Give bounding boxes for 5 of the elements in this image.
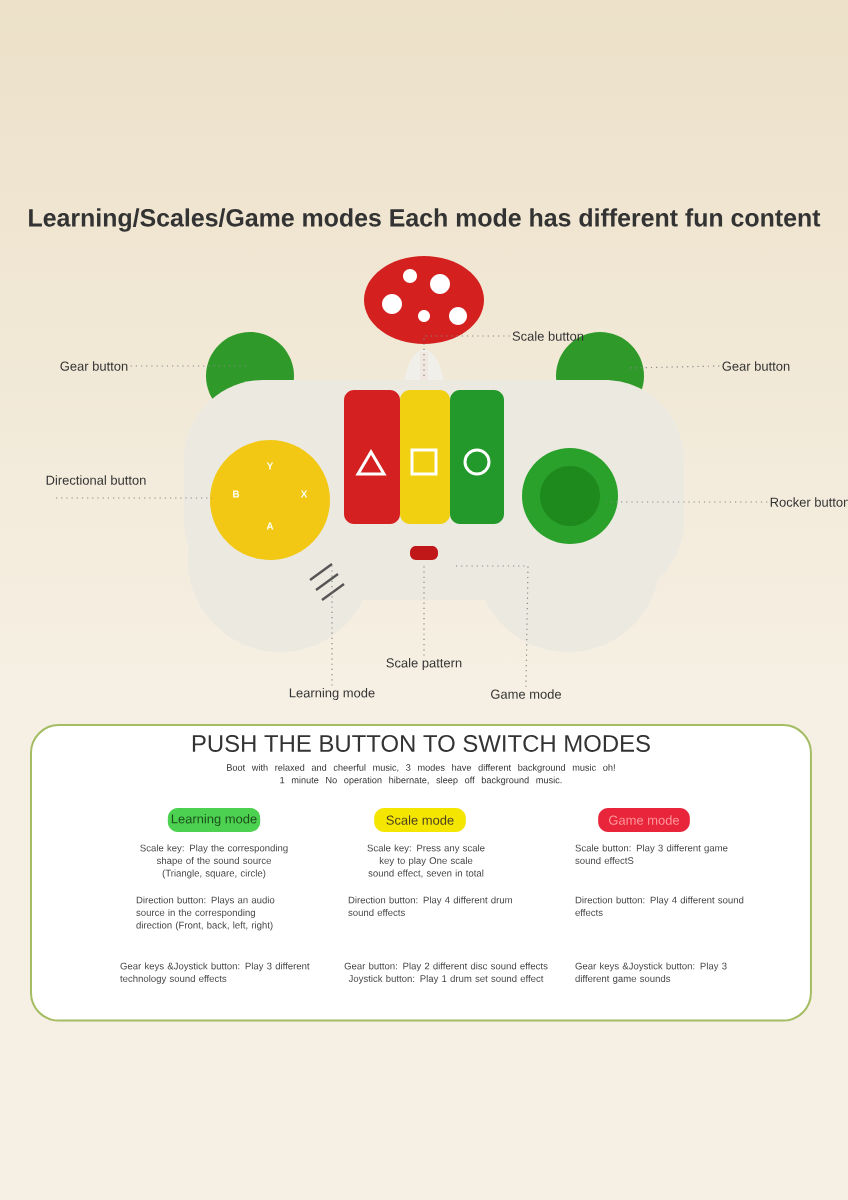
- leader-line: [451, 565, 529, 688]
- leader-line: [423, 335, 511, 381]
- leader-line: [331, 565, 333, 687]
- leader-line: [627, 365, 720, 369]
- heading: Learning/Scales/Game modes Each mode has different fun content: [29, 208, 821, 232]
